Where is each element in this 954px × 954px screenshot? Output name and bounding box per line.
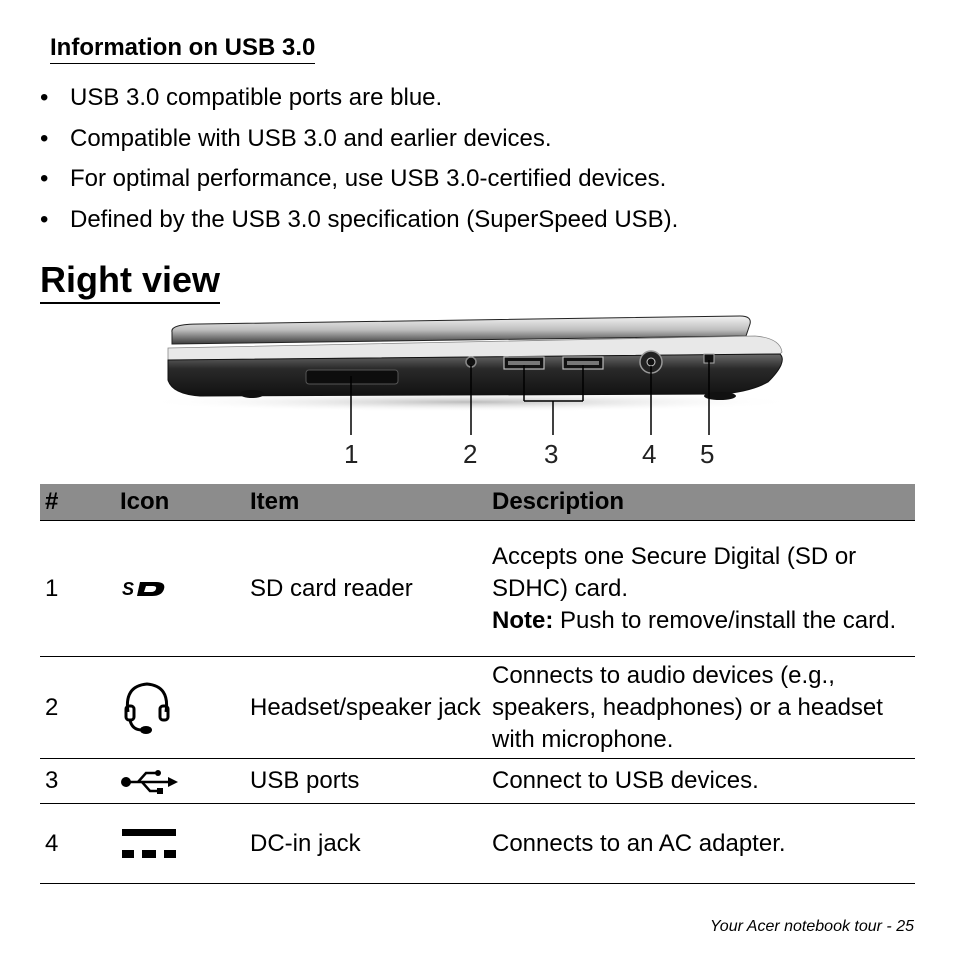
callout-number: 5	[700, 439, 715, 469]
dc-in-icon	[122, 828, 176, 858]
row-number: 1	[40, 520, 120, 657]
col-header-icon: Icon	[120, 484, 250, 521]
row-description: Accepts one Secure Digital (SD or SDHC) …	[492, 520, 915, 657]
bullet-marker: •	[40, 165, 49, 192]
list-item: • USB 3.0 compatible ports are blue.	[40, 82, 678, 123]
bullet-marker: •	[40, 84, 49, 111]
callout-numbers: 1 2 3 4 5	[0, 438, 954, 474]
list-item: • For optimal performance, use USB 3.0-ce…	[40, 163, 678, 204]
list-item: • Compatible with USB 3.0 and earlier dev…	[40, 123, 678, 164]
row-description: Connects to audio devices (e.g., speaker…	[492, 656, 915, 759]
row-icon-cell: S	[120, 520, 250, 657]
note-body: Push to remove/install the card.	[553, 606, 897, 634]
table-row: 2 Headset/speaker jack Connects to audio…	[40, 656, 915, 759]
table-row: 1 S SD card reader Accepts one Secure Di…	[40, 520, 915, 657]
callout-number: 4	[642, 439, 657, 469]
usb-info-list: • USB 3.0 compatible ports are blue. • Com…	[40, 82, 678, 244]
bullet-text: Defined by the USB 3.0 specification (Su…	[70, 205, 679, 233]
right-view-heading: Right view	[40, 258, 221, 304]
row-item: Headset/speaker jack	[250, 656, 492, 759]
sd-card-icon: S	[122, 579, 165, 599]
bullet-marker: •	[40, 205, 49, 233]
row-description: Connect to USB devices.	[492, 758, 915, 804]
callout-number: 2	[463, 439, 478, 469]
callout-number: 3	[544, 439, 559, 469]
col-header-number: #	[40, 484, 120, 521]
row-number: 2	[40, 656, 120, 759]
row-icon-cell	[120, 656, 250, 759]
row-description: Connects to an AC adapter.	[492, 803, 915, 884]
row-item: SD card reader	[250, 520, 492, 657]
description-text: Accepts one Secure Digital (SD or SDHC) …	[492, 542, 857, 602]
col-header-item: Item	[250, 484, 492, 521]
usb-icon	[121, 769, 178, 794]
list-item: • Defined by the USB 3.0 specification (S…	[40, 204, 678, 245]
usb-section-heading: Information on USB 3.0	[50, 33, 316, 64]
bullet-marker: •	[40, 124, 49, 152]
row-item: DC-in jack	[250, 803, 492, 884]
row-icon-cell	[120, 758, 250, 804]
callout-number: 1	[344, 439, 359, 469]
row-number: 4	[40, 803, 120, 884]
bullet-text: For optimal performance, use USB 3.0-cer…	[70, 165, 667, 192]
row-icon-cell	[120, 803, 250, 884]
note-text: Note: Push to remove/install the card.	[492, 605, 915, 637]
col-header-description: Description	[492, 484, 915, 521]
bullet-text: Compatible with USB 3.0 and earlier devi…	[70, 124, 552, 152]
table-row: 4 DC-in jack Connects to an AC adapter.	[40, 803, 915, 884]
table-row: 3 USB ports Connect to USB devices.	[40, 758, 915, 804]
svg-text:S: S	[122, 579, 134, 599]
table-header-row: # Icon Item Description	[40, 484, 915, 521]
note-label: Note:	[492, 606, 554, 634]
row-number: 3	[40, 758, 120, 804]
page-footer: Your Acer notebook tour - 25	[710, 918, 914, 935]
laptop-right-side-illustration	[140, 315, 800, 435]
row-item: USB ports	[250, 758, 492, 804]
bullet-text: USB 3.0 compatible ports are blue.	[70, 84, 443, 111]
headset-icon	[124, 681, 170, 734]
ports-table: # Icon Item Description 1 S SD card read…	[40, 484, 915, 884]
